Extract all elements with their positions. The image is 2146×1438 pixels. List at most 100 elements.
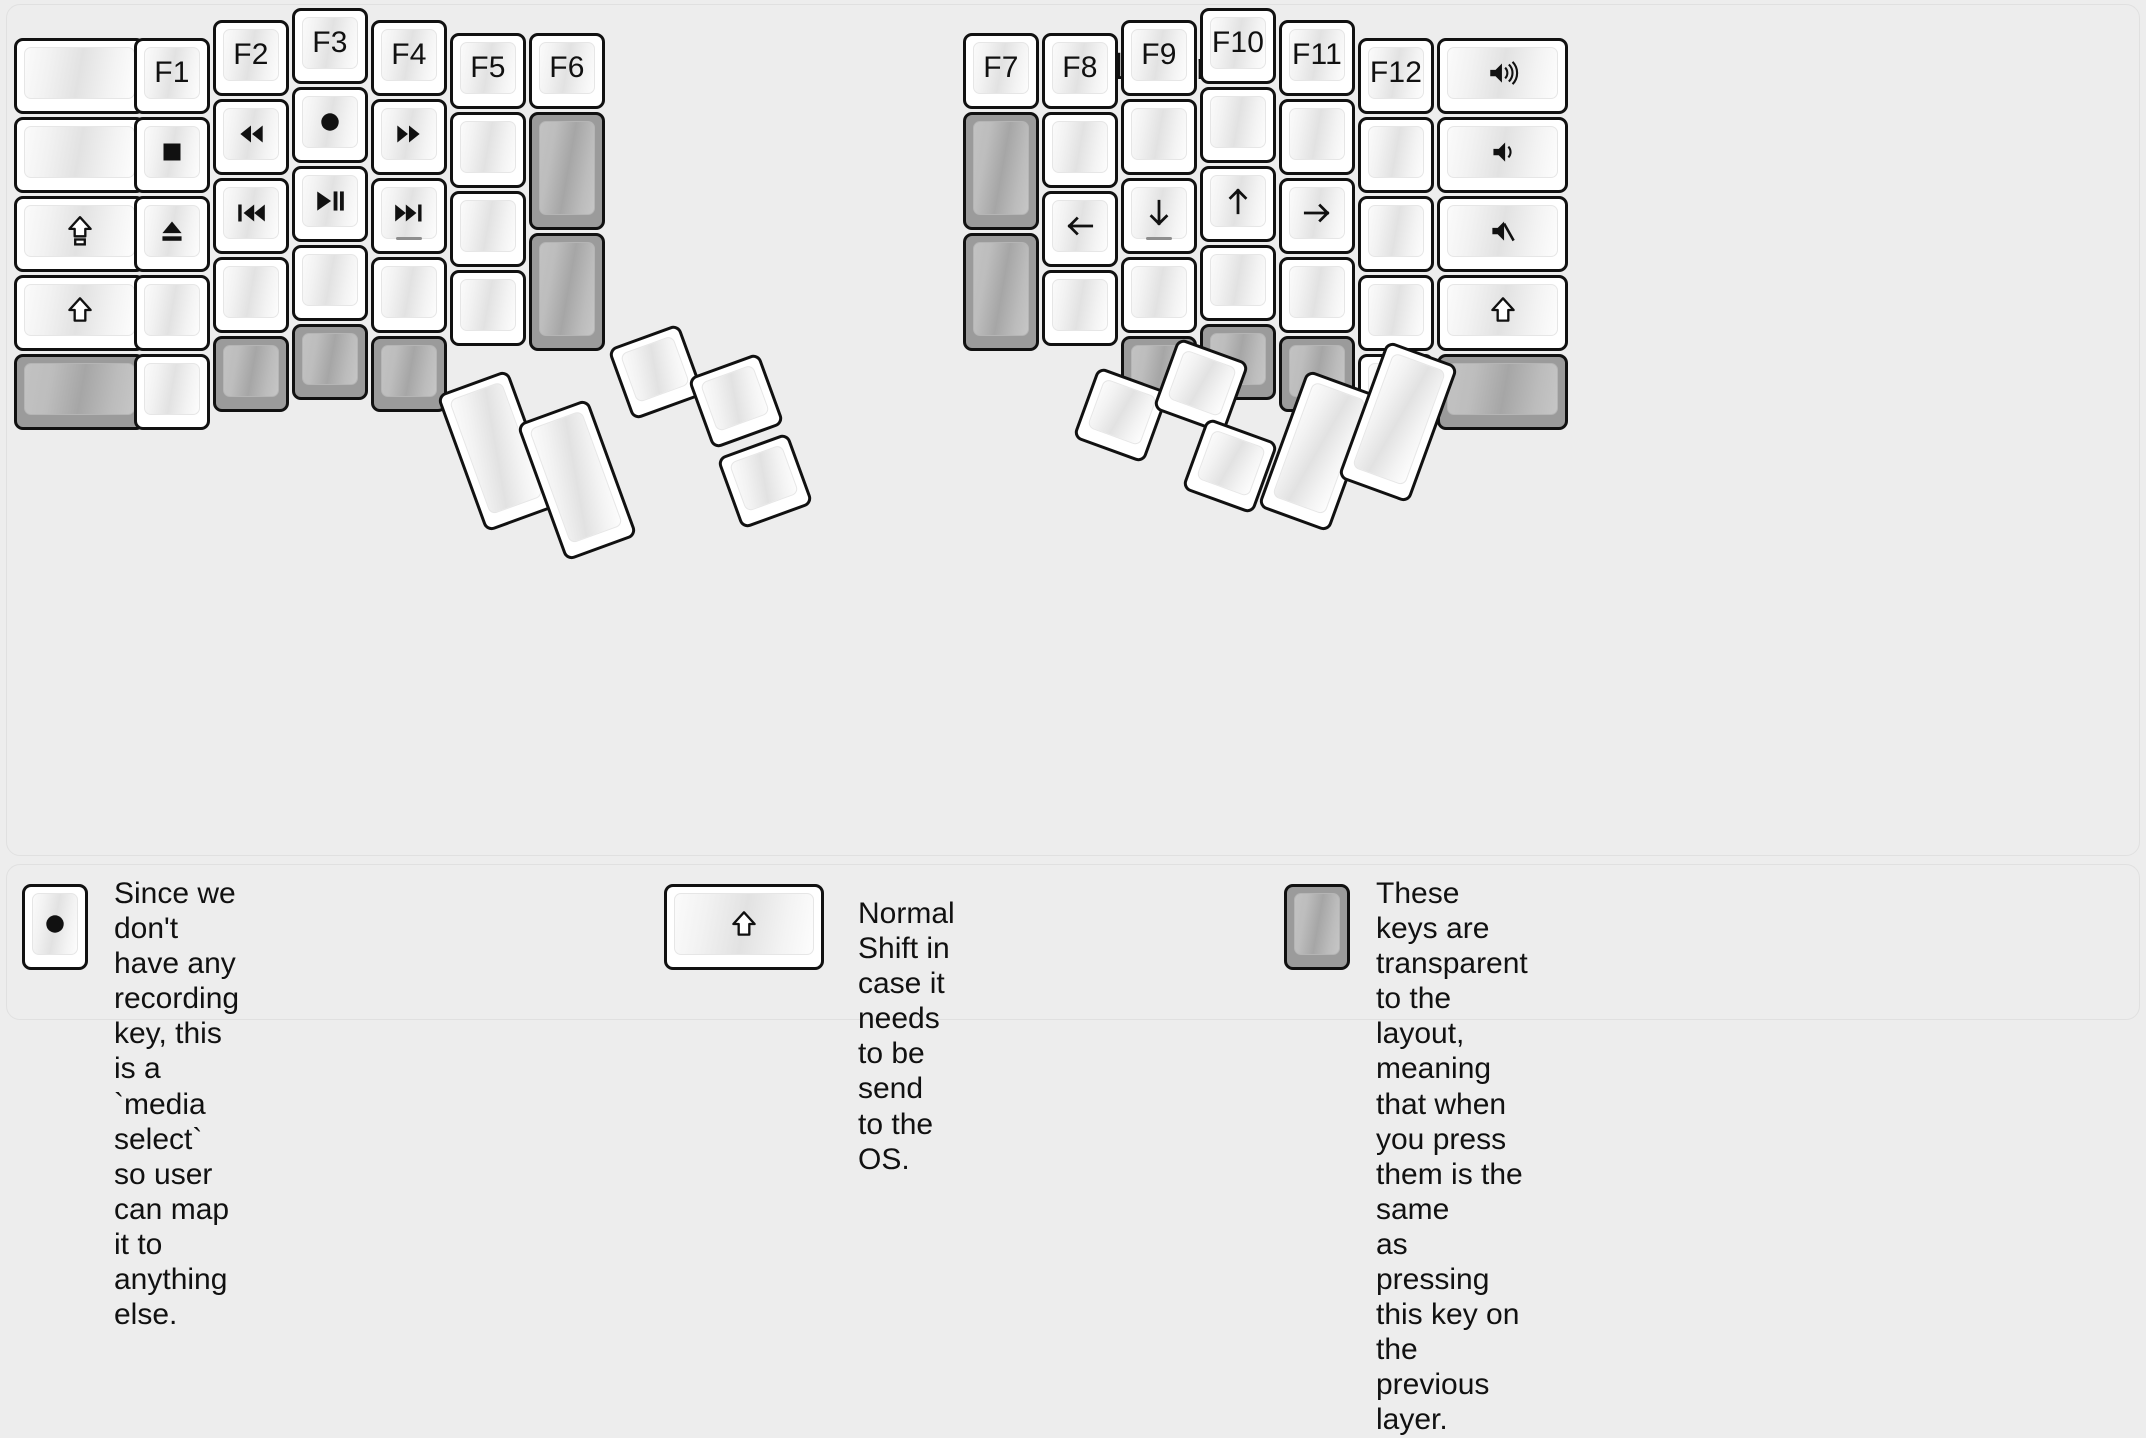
key-left_half-ring-3[interactable] xyxy=(213,257,289,333)
media-stop-icon xyxy=(155,135,189,169)
key-left_half-middle-4[interactable] xyxy=(292,324,368,400)
key-right_half-pinky-0[interactable]: F12 xyxy=(1358,38,1434,114)
key-right_half-inner-0[interactable]: F7 xyxy=(963,33,1039,109)
keycap-face xyxy=(1195,429,1267,498)
key-left_half-pinky-3[interactable] xyxy=(134,275,210,351)
key-left_half-pinky-0[interactable]: F1 xyxy=(134,38,210,114)
key-right_half-pinky-outer-1[interactable] xyxy=(1437,117,1568,193)
key-left_half-index-inner-0[interactable]: F5 xyxy=(450,33,526,109)
keycap-face xyxy=(1447,126,1558,178)
key-right_half-middle-1[interactable] xyxy=(1200,87,1276,163)
key-right_half-pinky-outer-4[interactable] xyxy=(1437,354,1568,430)
key-right_half-index-1[interactable] xyxy=(1121,99,1197,175)
keycap-face xyxy=(1052,121,1108,173)
key-right_half-ring-0[interactable]: F11 xyxy=(1279,20,1355,96)
key-left_half-index-inner-2[interactable] xyxy=(450,191,526,267)
key-right_half-pinky-outer-0[interactable] xyxy=(1437,38,1568,114)
key-label: F3 xyxy=(312,26,348,59)
key-left_half-ring-1[interactable] xyxy=(213,99,289,175)
keycap-face xyxy=(674,893,814,955)
key-right_half-pinky-3[interactable] xyxy=(1358,275,1434,351)
key-left_half-index-inner-1[interactable] xyxy=(450,112,526,188)
shift-icon xyxy=(63,293,97,327)
keycap-face xyxy=(302,175,358,227)
key-right_half-ring-3[interactable] xyxy=(1279,257,1355,333)
key-right_half-index-2[interactable] xyxy=(1121,178,1197,254)
key-right_half-middle-3[interactable] xyxy=(1200,245,1276,321)
key-label: F7 xyxy=(983,51,1019,84)
key-label: F9 xyxy=(1141,38,1177,71)
key-right_half-index-inner-1[interactable] xyxy=(1042,112,1118,188)
keycap-face xyxy=(24,363,135,415)
key-left_half-index-4[interactable] xyxy=(371,336,447,412)
key-left_half-index-1[interactable] xyxy=(371,99,447,175)
media-next-track-icon xyxy=(392,196,426,230)
key-left_half-index-2[interactable] xyxy=(371,178,447,254)
key-right_half-index-inner-3[interactable] xyxy=(1042,270,1118,346)
keycap-face: F5 xyxy=(460,42,516,94)
keycap-face xyxy=(1052,200,1108,252)
key-right_half-middle-2[interactable] xyxy=(1200,166,1276,242)
key-left_half-pinky-outer-3[interactable] xyxy=(14,275,145,351)
media-play-pause-icon xyxy=(313,184,347,218)
key-left_half-inner-0[interactable]: F6 xyxy=(529,33,605,109)
keycap-face xyxy=(1294,893,1340,955)
key-left_half-middle-3[interactable] xyxy=(292,245,368,321)
key-left_half-ring-2[interactable] xyxy=(213,178,289,254)
key-right_half-index-3[interactable] xyxy=(1121,257,1197,333)
key-left_half-inner-1[interactable] xyxy=(529,112,605,230)
key-label: F8 xyxy=(1062,51,1098,84)
key-right_half-ring-2[interactable] xyxy=(1279,178,1355,254)
key-right_half-pinky-outer-3[interactable] xyxy=(1437,275,1568,351)
volume-down-icon xyxy=(1486,135,1520,169)
media-eject-icon xyxy=(155,214,189,248)
key-left_half-pinky-outer-4[interactable] xyxy=(14,354,145,430)
arrow-right-icon xyxy=(1300,196,1334,230)
key-left_half-inner-2[interactable] xyxy=(529,233,605,351)
keycap-face xyxy=(1131,266,1187,318)
keycap-face xyxy=(302,254,358,306)
keycap-face xyxy=(144,126,200,178)
keycap-face xyxy=(460,121,516,173)
keycap-face xyxy=(24,284,135,336)
key-left_half-middle-2[interactable] xyxy=(292,166,368,242)
key-right_half-pinky-outer-2[interactable] xyxy=(1437,196,1568,272)
key-left_half-index-0[interactable]: F4 xyxy=(371,20,447,96)
key-left_half-pinky-4[interactable] xyxy=(134,354,210,430)
keycap-face xyxy=(24,47,135,99)
key-left_half-middle-0[interactable]: F3 xyxy=(292,8,368,84)
key-right_half-ring-1[interactable] xyxy=(1279,99,1355,175)
keycap-face xyxy=(302,333,358,385)
homing-bar xyxy=(1146,237,1172,240)
key-left_half-pinky-1[interactable] xyxy=(134,117,210,193)
keycap-face xyxy=(144,363,200,415)
keycap-face xyxy=(381,108,437,160)
keycap-face: F10 xyxy=(1210,17,1266,69)
key-right_half-middle-0[interactable]: F10 xyxy=(1200,8,1276,84)
key-left_half-pinky-2[interactable] xyxy=(134,196,210,272)
keycap-face xyxy=(1368,284,1424,336)
key-left_half-index-inner-3[interactable] xyxy=(450,270,526,346)
key-right_half-index-0[interactable]: F9 xyxy=(1121,20,1197,96)
key-left_half-ring-0[interactable]: F2 xyxy=(213,20,289,96)
key-right_half-index-inner-0[interactable]: F8 xyxy=(1042,33,1118,109)
keycap-face xyxy=(1052,279,1108,331)
legend-text-1: Normal Shift in case it needs to be send… xyxy=(858,897,955,1176)
keycap-face: F12 xyxy=(1368,47,1424,99)
keycap-face xyxy=(144,284,200,336)
key-left_half-pinky-outer-1[interactable] xyxy=(14,117,145,193)
key-right_half-pinky-1[interactable] xyxy=(1358,117,1434,193)
key-left_half-ring-4[interactable] xyxy=(213,336,289,412)
key-left_half-middle-1[interactable] xyxy=(292,87,368,163)
key-left_half-pinky-outer-0[interactable] xyxy=(14,38,145,114)
key-left_half-pinky-outer-2[interactable] xyxy=(14,196,145,272)
key-left_half-index-3[interactable] xyxy=(371,257,447,333)
key-right_half-inner-2[interactable] xyxy=(963,233,1039,351)
key-right_half-inner-1[interactable] xyxy=(963,112,1039,230)
key-right_half-pinky-2[interactable] xyxy=(1358,196,1434,272)
keycap-face xyxy=(381,187,437,239)
media-record-icon xyxy=(313,105,347,139)
key-label: F5 xyxy=(470,51,506,84)
key-right_half-index-inner-2[interactable] xyxy=(1042,191,1118,267)
